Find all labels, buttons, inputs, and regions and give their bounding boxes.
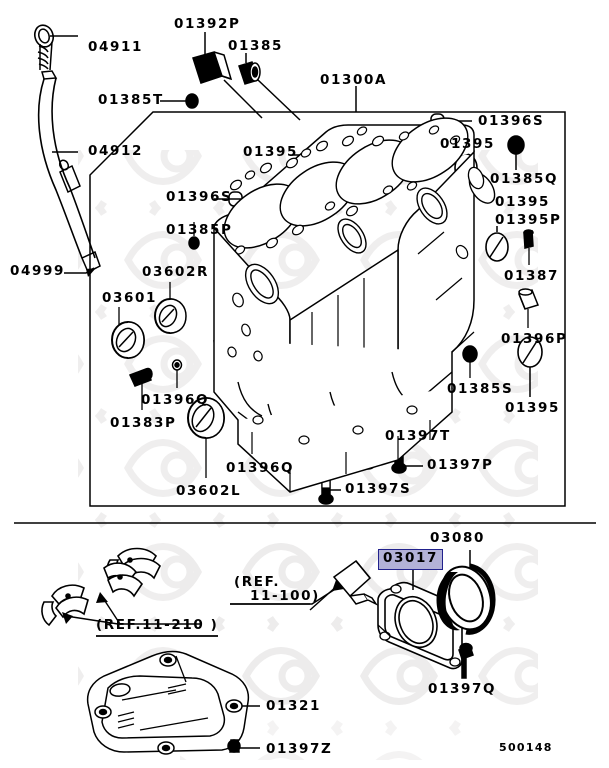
label-01397Z[interactable]: 01397Z [266,741,333,757]
label-01387[interactable]: 01387 [504,268,559,284]
part-03602R [154,298,187,334]
label-04912[interactable]: 04912 [88,143,143,159]
part-03601 [111,321,145,359]
label-01321[interactable]: 01321 [266,698,321,714]
label-01395-left[interactable]: 01395 [243,144,298,160]
label-01385[interactable]: 01385 [228,38,283,54]
reference-11-100-line1: (REF. [234,574,281,590]
label-01385Q[interactable]: 01385Q [490,171,559,187]
label-01396S-right[interactable]: 01396S [478,113,545,129]
label-01395P[interactable]: 01395P [495,212,562,228]
part-01397Z [227,739,241,753]
part-01385Q [507,135,525,155]
part-01396P [518,288,539,310]
label-01392P[interactable]: 01392P [174,16,241,32]
bearing-shells [41,547,161,627]
label-01397Q[interactable]: 01397Q [428,681,497,697]
part-01383P [128,367,153,387]
part-01396Q-upper [171,359,183,371]
part-01321 [86,650,250,755]
label-01396S-left[interactable]: 01396S [166,189,233,205]
label-01396Q-upper[interactable]: 01396Q [141,392,210,408]
label-01300A[interactable]: 01300A [320,72,388,88]
label-01385P[interactable]: 01385P [166,222,233,238]
label-01397T[interactable]: 01397T [385,428,451,444]
label-01396P[interactable]: 01396P [501,331,568,347]
part-01387 [523,229,534,249]
label-01397S[interactable]: 01397S [345,481,412,497]
label-01395-right-upper[interactable]: 01395 [440,136,495,152]
label-01396Q-lower[interactable]: 01396Q [226,460,295,476]
label-01395-right-mid[interactable]: 01395 [495,194,550,210]
part-03602L [187,397,225,439]
part-01392P [192,51,233,84]
block-frame [89,111,566,507]
cylinder-block-body [213,117,496,493]
label-01385T[interactable]: 01385T [98,92,164,108]
part-01385T [185,93,199,109]
reference-11-210[interactable]: (REF.11-210 ) [96,617,219,633]
reference-11-100-line2: 11-100) [250,588,320,604]
part-01385 [238,61,261,85]
part-01395P [485,232,509,262]
highlighted-part-03017[interactable]: 03017 [378,549,443,570]
label-03602R[interactable]: 03602R [142,264,209,280]
label-03080[interactable]: 03080 [430,530,485,546]
label-01383P[interactable]: 01383P [110,415,177,431]
part-01397Q [458,642,474,679]
label-04911[interactable]: 04911 [88,39,143,55]
label-01385S[interactable]: 01385S [447,381,514,397]
label-03601[interactable]: 03601 [102,290,157,306]
part-03080 [436,563,496,635]
label-03602L[interactable]: 03602L [176,483,242,499]
label-01397P[interactable]: 01397P [427,457,494,473]
label-04999[interactable]: 04999 [10,263,65,279]
part-01385S [462,345,478,363]
diagram-id: 500148 [499,741,553,754]
sealant-tube [332,559,379,606]
label-01395-right-lower[interactable]: 01395 [505,400,560,416]
reference-11-100[interactable]: (REF. 11-100) [234,575,320,603]
oil-level-gauge [33,24,101,274]
part-01385P [188,236,200,250]
